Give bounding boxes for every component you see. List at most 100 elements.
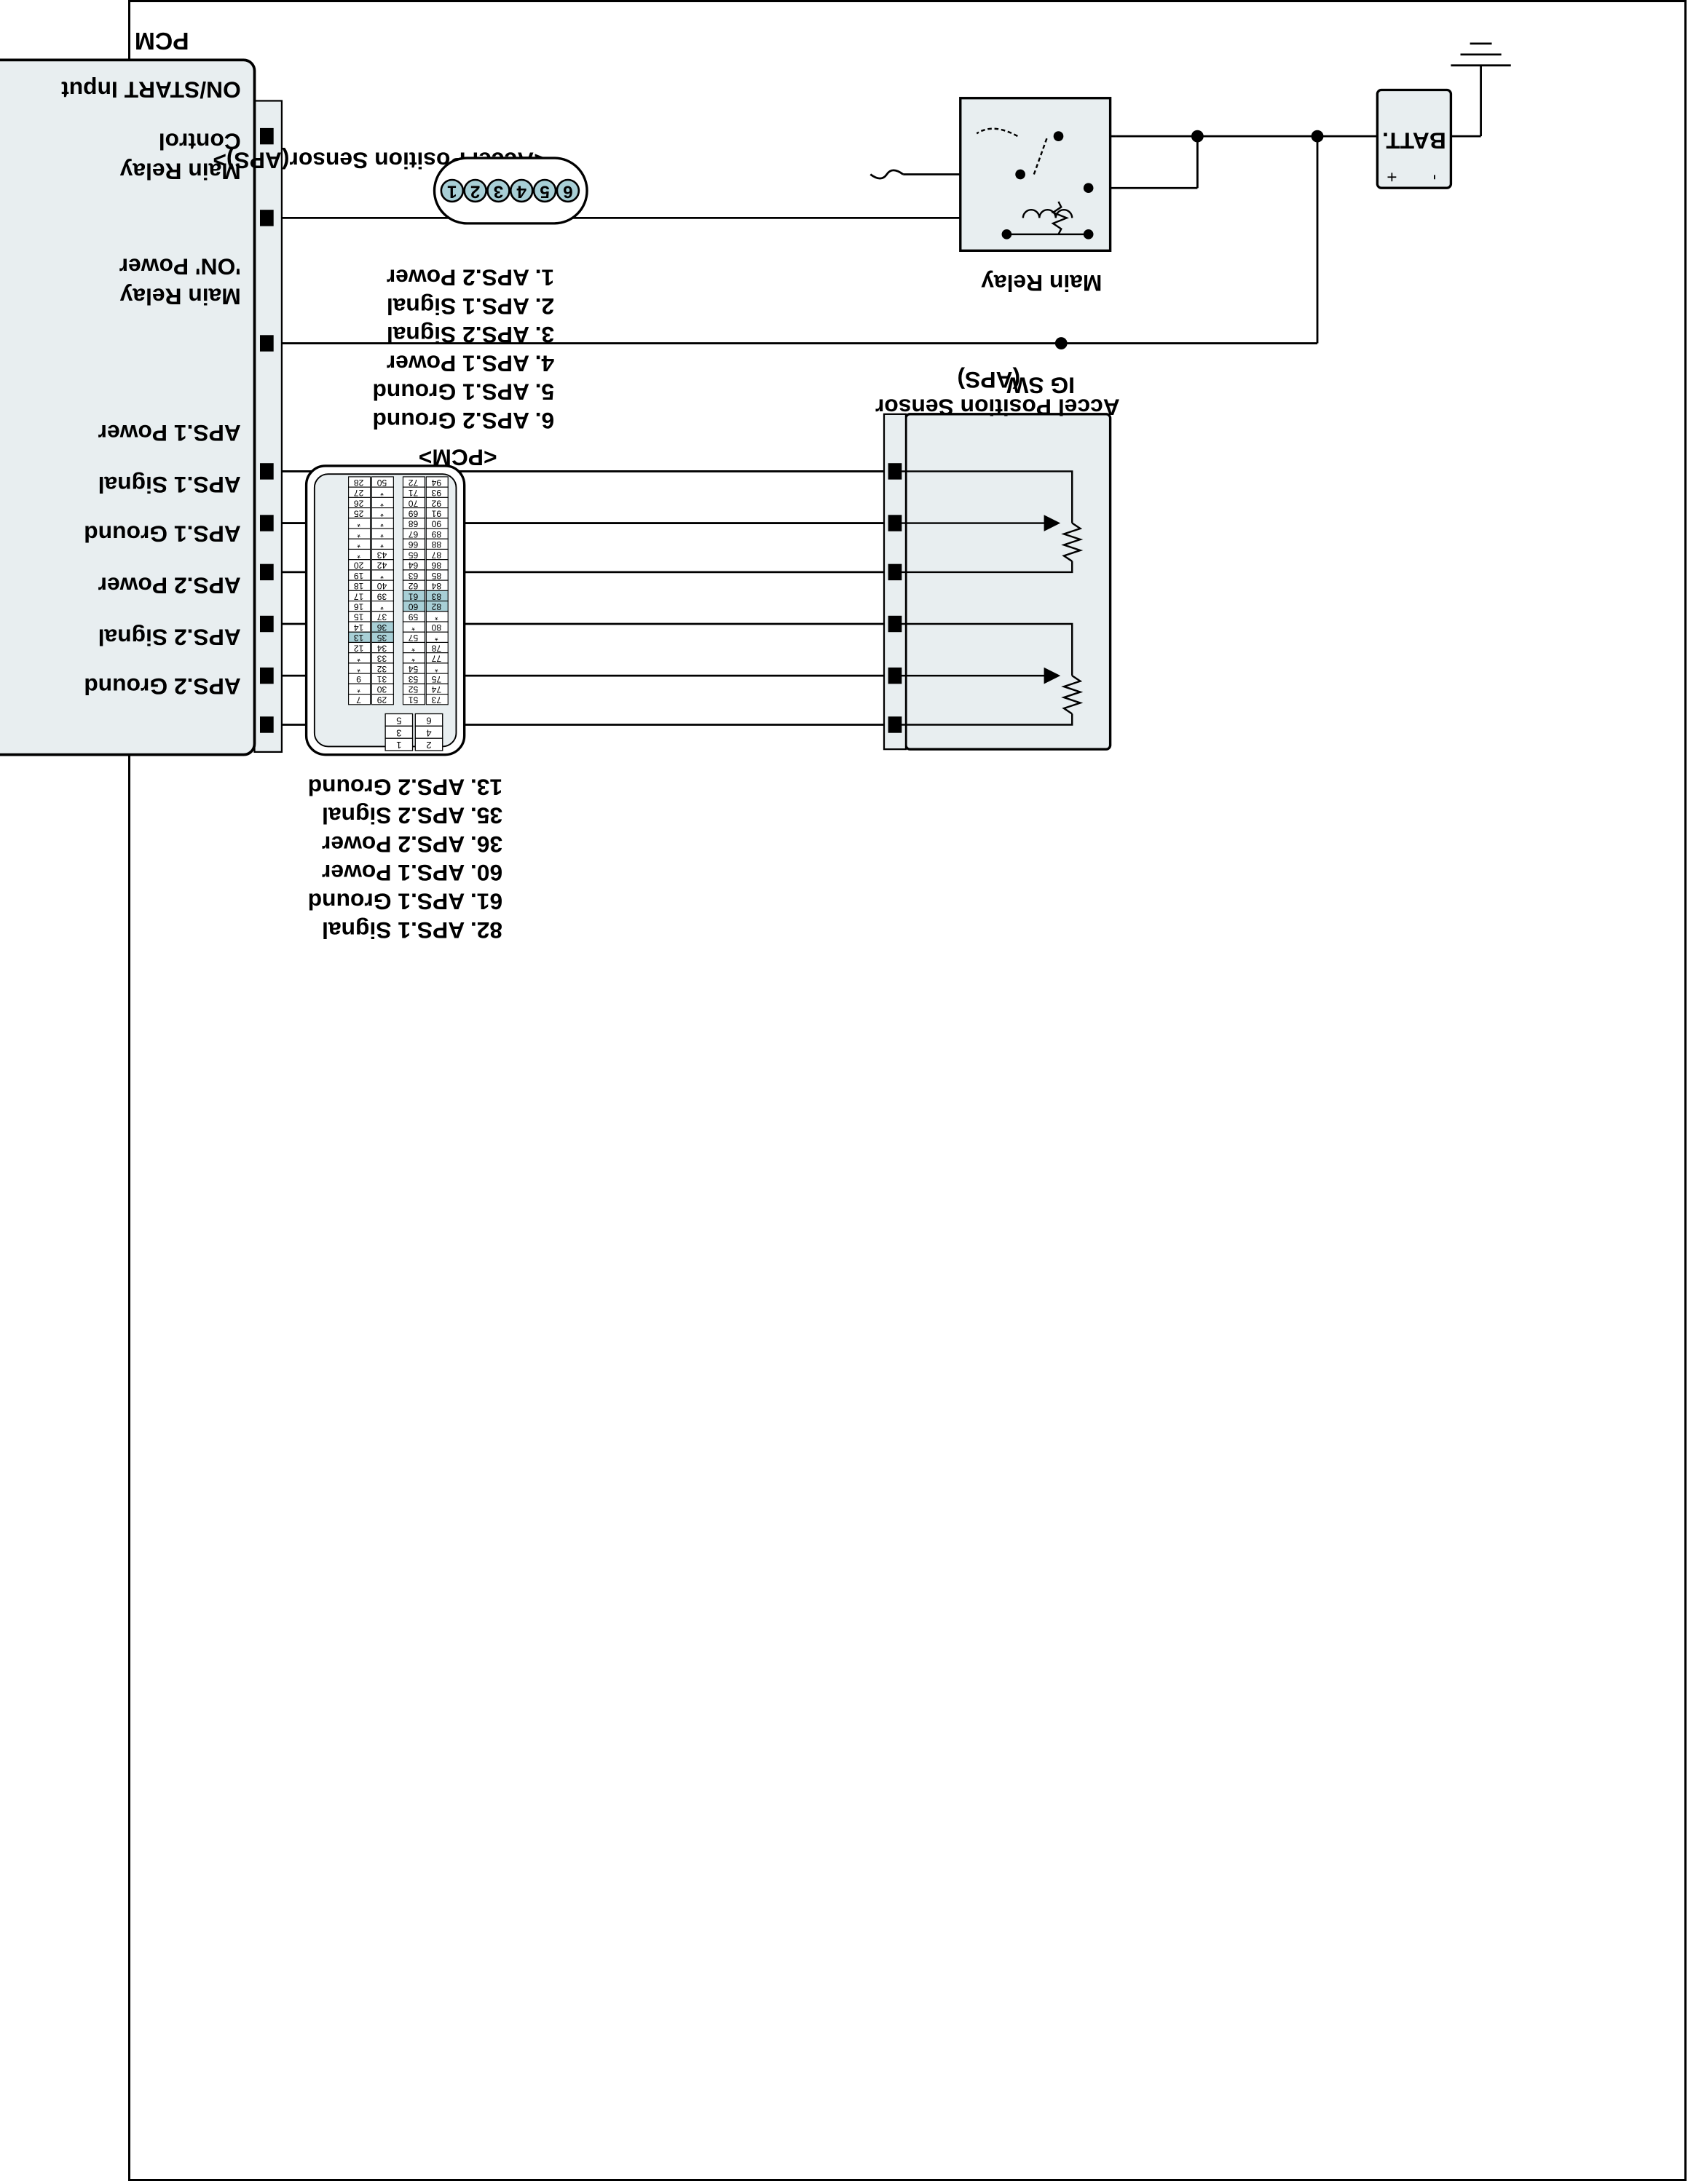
aps-legend-item: 6. APS.2 Ground — [372, 408, 554, 434]
pcm-pin-label: Control — [159, 128, 241, 154]
aps-pin-number: 4 — [516, 182, 526, 202]
pcm-pin-label: 'ON' Power — [119, 254, 241, 280]
pcm-pin-number: * — [357, 654, 360, 664]
pcm-pin-number: 32 — [376, 664, 387, 674]
pcm-legend-item: 82. APS.1 Signal — [322, 917, 502, 943]
aps-pin — [486, 178, 510, 203]
pcm-pin-number: 82 — [431, 601, 441, 612]
pcm-pin-number: 67 — [408, 529, 418, 539]
potentiometer-icon — [894, 470, 1084, 726]
pcm-pin-number: 68 — [408, 519, 418, 529]
pcm-power-pin — [414, 737, 443, 751]
ig-switch-label: IG SW — [1006, 372, 1075, 398]
pcm-pin-number: 61 — [408, 591, 418, 601]
pcm-pin-number: 35 — [376, 633, 387, 643]
pcm-pin-label: APS.2 Signal — [98, 624, 241, 650]
pcm-pin-number: * — [380, 488, 384, 498]
pcm-pin-number: 51 — [408, 695, 418, 705]
pcm-pin-number: * — [357, 550, 360, 560]
pcm-pin-number: 62 — [408, 581, 418, 591]
aps-legend-item: 4. APS.1 Power — [387, 350, 554, 376]
pcm-pin-number: 43 — [376, 550, 387, 560]
aps-pin-number: 6 — [563, 182, 573, 202]
relay-coil-icon — [976, 127, 1094, 240]
pcm-pin-number: 84 — [431, 581, 441, 591]
pcm-pin-number: 89 — [431, 529, 441, 539]
pcm-pin-number: 50 — [376, 478, 387, 488]
battery — [1376, 88, 1453, 189]
pcm-pin-number: 54 — [408, 664, 418, 674]
pcm-pin-number: 31 — [376, 674, 387, 684]
pcm-pin-number: 53 — [408, 674, 418, 684]
pcm-pin-number: * — [435, 633, 438, 643]
aps-pin-number: 3 — [494, 182, 504, 202]
pcm-connector-grid: 94939291908988878685848382*80*7877*75747… — [348, 476, 449, 751]
pcm-pin-number: 33 — [376, 654, 387, 664]
ground-symbol-icon — [1451, 42, 1511, 137]
pcm-power-pin-number: 2 — [426, 740, 431, 751]
pcm-pin-number: 40 — [376, 581, 387, 591]
pcm-power-pin-number: 5 — [396, 715, 401, 726]
pcm-pin-number: 16 — [354, 601, 364, 612]
aps-pin — [556, 178, 580, 203]
pcm-pin-number: 34 — [376, 643, 387, 653]
pcm-pin-number: * — [357, 519, 360, 529]
pcm-pin-number: 52 — [408, 684, 418, 695]
pcm-pin-number: 94 — [431, 478, 441, 488]
pcm-pin-number: 15 — [354, 612, 364, 622]
aps-pin — [532, 178, 557, 203]
pcm-pin-number: * — [411, 622, 415, 633]
pcm-power-pin — [384, 737, 414, 751]
pcm-pin-number: 87 — [431, 550, 441, 560]
pcm-pin-number: 75 — [431, 674, 441, 684]
pcm-pin-number: 36 — [376, 622, 387, 633]
main-relay — [959, 97, 1112, 252]
pcm-power-pin-number: 1 — [396, 740, 401, 751]
pcm-pin-number: 7 — [356, 695, 361, 705]
battery-minus: - — [1426, 174, 1446, 180]
battery-plus: + — [1382, 172, 1402, 182]
pcm-pin-label: APS.1 Ground — [84, 521, 241, 547]
aps-pin-number: 1 — [447, 182, 457, 202]
pcm-pin-label: APS.2 Power — [98, 572, 241, 598]
pcm-pin-number: 12 — [354, 643, 364, 653]
pcm-pin-number: * — [411, 654, 415, 664]
pcm-pin-number: 39 — [376, 591, 387, 601]
junction-dots — [1054, 130, 1324, 349]
pcm-power-pin-number: 6 — [426, 715, 431, 726]
pcm-pin-number: 25 — [354, 508, 364, 518]
pcm-pin-number: 17 — [354, 591, 364, 601]
pcm-legend-item: 61. APS.1 Ground — [308, 889, 502, 915]
aps-pin-number: 5 — [540, 182, 550, 202]
aps-pin — [509, 178, 534, 203]
pcm-pin-number: 70 — [408, 498, 418, 508]
aps-pin — [440, 178, 465, 203]
pcm-pin-cell — [402, 694, 425, 705]
pcm-connector-strip — [253, 100, 283, 753]
pcm-pin-label: APS.1 Signal — [98, 472, 241, 498]
pcm-pin-label: Main Relay — [119, 284, 240, 310]
pcm-pin-number: 13 — [354, 633, 364, 643]
pcm-pin-number: * — [357, 529, 360, 539]
pcm-pin-number: * — [380, 498, 384, 508]
pcm-pin-number: 64 — [408, 561, 418, 571]
pcm-pin-number: 86 — [431, 561, 441, 571]
pcm-pin-number: 18 — [354, 581, 364, 591]
pcm-pin-number: * — [435, 664, 438, 674]
aps-pin — [463, 178, 487, 203]
pcm-pin-cell — [371, 694, 394, 705]
page-frame — [128, 0, 1687, 2181]
pcm-pin-label: APS.2 Ground — [84, 673, 241, 700]
aps-sensor — [904, 413, 1112, 751]
pcm-pin-number: * — [380, 508, 384, 518]
pcm-legend-item: 13. APS.2 Ground — [308, 774, 502, 800]
pcm-pin-number: * — [357, 539, 360, 550]
main-relay-label: Main Relay — [981, 270, 1102, 296]
aps-legend-item: 2. APS.1 Signal — [387, 293, 554, 320]
pcm-pin-number: 63 — [408, 571, 418, 581]
pcm-pin-number: 69 — [408, 508, 418, 518]
pcm-power-pin-number: 4 — [426, 727, 431, 738]
pcm-pin-number: 80 — [431, 622, 441, 633]
pcm-pin-number: 83 — [431, 591, 441, 601]
